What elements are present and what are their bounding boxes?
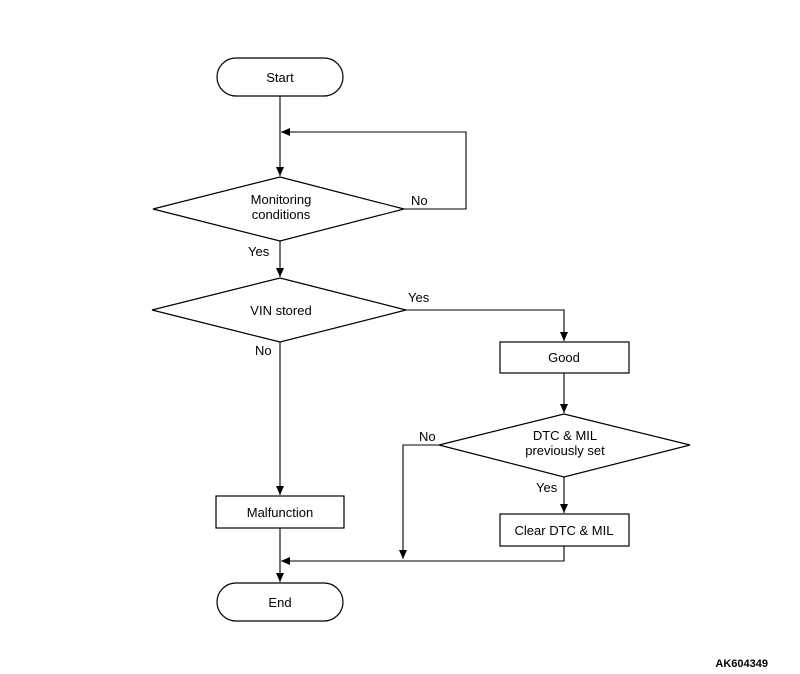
edge-clear-to-merge <box>281 546 565 565</box>
end-terminal <box>216 582 344 622</box>
malfunction-label: Malfunction <box>247 505 313 520</box>
dtc-label-line2: previously set <box>525 443 605 458</box>
dtc-yes-label: Yes <box>536 480 558 495</box>
monitoring-no-label: No <box>411 193 428 208</box>
clear-dtc-mil-box <box>499 513 630 547</box>
monitoring-yes-label: Yes <box>248 244 270 259</box>
monitoring-label-line1: Monitoring <box>251 192 312 207</box>
malfunction-box <box>215 495 345 529</box>
vin-no-label: No <box>255 343 272 358</box>
good-box <box>499 341 630 374</box>
clear-label: Clear DTC & MIL <box>515 523 614 538</box>
start-label: Start <box>266 70 294 85</box>
figure-code: AK604349 <box>715 658 768 670</box>
good-label: Good <box>548 350 580 365</box>
monitoring-label-line2: conditions <box>252 207 311 222</box>
end-label: End <box>268 595 291 610</box>
dtc-no-label: No <box>419 429 436 444</box>
edge-monitoring-no-loop <box>281 128 467 210</box>
edge-vin-yes <box>406 309 568 341</box>
dtc-label-line1: DTC & MIL <box>533 428 597 443</box>
edge-dtc-no <box>399 444 439 559</box>
vin-yes-label: Yes <box>408 290 430 305</box>
vin-stored-label: VIN stored <box>250 303 311 318</box>
